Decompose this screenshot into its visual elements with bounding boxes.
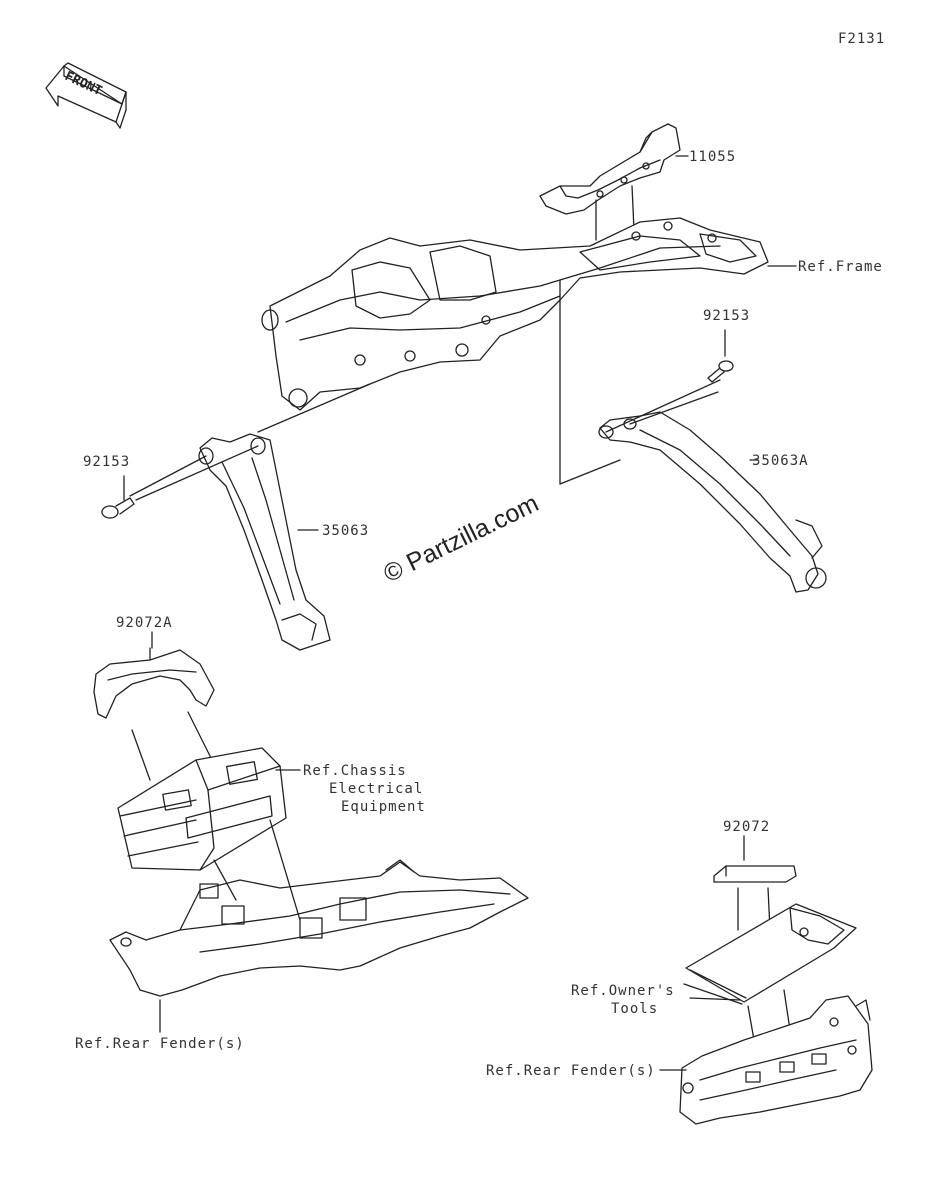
owners-tools-drawing <box>683 903 857 1041</box>
part-number-35063A[interactable]: 35063A <box>752 453 809 469</box>
battery-drawing <box>117 747 301 871</box>
part-number-92072A[interactable]: 92072A <box>116 615 173 631</box>
part-number-92153-left[interactable]: 92153 <box>83 454 131 470</box>
part-number-92072[interactable]: 92072 <box>723 819 771 835</box>
part-number-35063[interactable]: 35063 <box>322 523 370 539</box>
diagram-code: F2131 <box>838 31 886 47</box>
rear-fender-left-drawing <box>109 819 529 1033</box>
ref-frame-label[interactable]: Ref.Frame <box>798 259 883 275</box>
strap-92072A-drawing <box>93 631 215 781</box>
stay-35063-drawing <box>129 383 371 651</box>
rear-fender-right-drawing <box>659 995 873 1125</box>
bolt-92153-right-drawing <box>707 329 734 383</box>
stay-35063A-drawing <box>559 279 827 593</box>
bolt-92153-left-drawing <box>101 475 135 519</box>
pad-92072-drawing <box>713 835 797 931</box>
ref-chassis-label-line3: Equipment <box>341 799 426 815</box>
bracket-11055-drawing <box>539 123 689 241</box>
ref-owners-tools-label-line2: Tools <box>611 1001 659 1017</box>
ref-chassis-label-line2: Electrical <box>329 781 424 797</box>
part-number-92153-right[interactable]: 92153 <box>703 308 751 324</box>
ref-rear-fender-right-label[interactable]: Ref.Rear Fender(s) <box>486 1063 656 1079</box>
ref-rear-fender-left-label[interactable]: Ref.Rear Fender(s) <box>75 1036 245 1052</box>
ref-chassis-label-line1[interactable]: Ref.Chassis <box>303 763 407 779</box>
ref-owners-tools-label-line1[interactable]: Ref.Owner's <box>571 983 675 999</box>
rear-frame-drawing <box>261 217 797 411</box>
part-number-11055[interactable]: 11055 <box>689 149 737 165</box>
front-arrow-icon: FRONT <box>45 62 127 129</box>
